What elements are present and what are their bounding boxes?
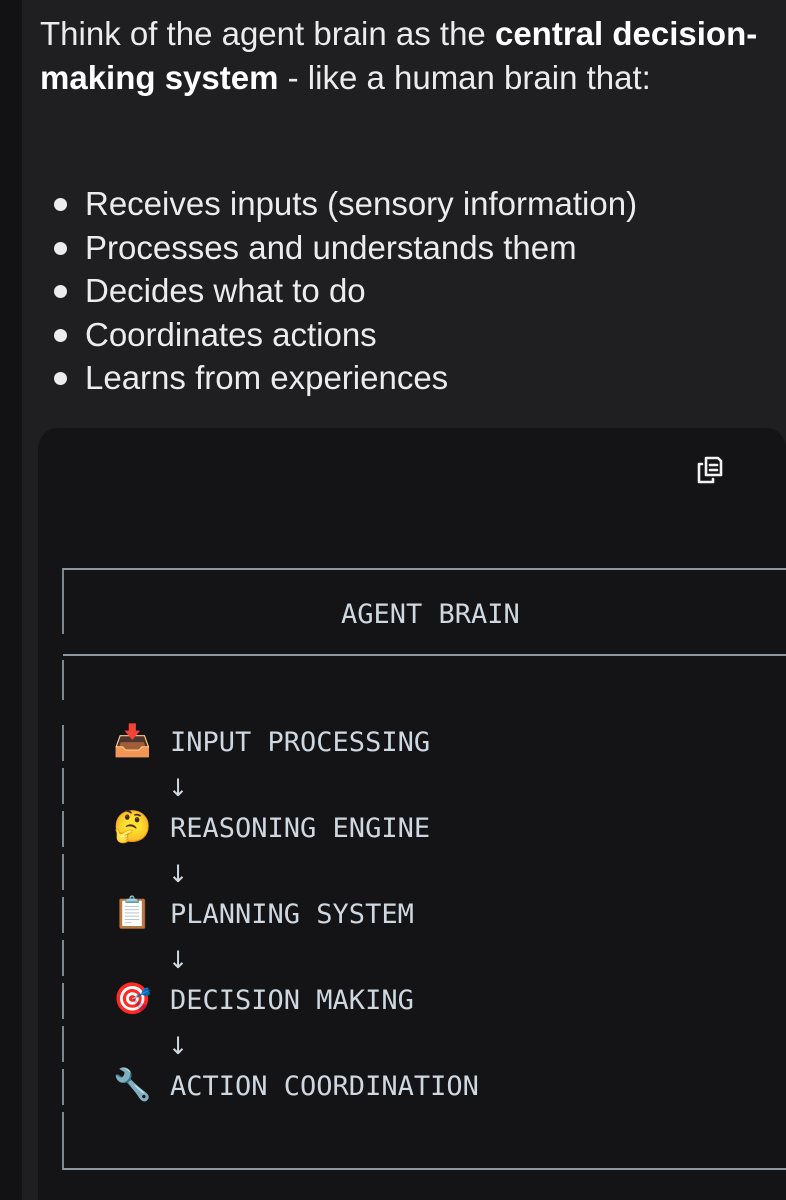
box-left-border xyxy=(62,854,64,890)
thinking-face-icon: 🤔 xyxy=(113,809,152,844)
box-left-border xyxy=(62,768,64,804)
box-left-border xyxy=(62,1112,64,1170)
direct-hit-icon: 🎯 xyxy=(113,981,152,1016)
box-left-border xyxy=(62,983,64,1019)
list-item: Processes and understands them xyxy=(40,226,637,270)
box-left-border xyxy=(62,1069,64,1105)
step-label: PLANNING SYSTEM xyxy=(170,899,414,930)
bullet-dot-icon xyxy=(54,198,67,211)
down-arrow-icon: ↓ xyxy=(168,1032,189,1060)
intro-paragraph: Think of the agent brain as the central … xyxy=(40,12,760,100)
bullet-dot-icon xyxy=(54,328,67,342)
step-label: ACTION COORDINATION xyxy=(170,1071,479,1102)
step-label: INPUT PROCESSING xyxy=(170,727,431,758)
intro-text-after: - like a human brain that: xyxy=(278,59,651,96)
bullet-dot-icon xyxy=(54,372,67,385)
list-item-text: Coordinates actions xyxy=(85,315,377,353)
list-item: Coordinates actions xyxy=(40,313,637,357)
box-left-border xyxy=(62,897,64,933)
list-item: Decides what to do xyxy=(40,269,637,313)
copy-button[interactable] xyxy=(690,450,730,490)
list-item-text: Learns from experiences xyxy=(85,359,449,396)
list-item: Receives inputs (sensory information) xyxy=(40,182,637,226)
bullet-dot-icon xyxy=(54,241,67,255)
down-arrow-icon: ↓ xyxy=(168,946,189,974)
box-left-border xyxy=(62,1026,64,1062)
box-left-border xyxy=(62,568,64,634)
list-item-text: Decides what to do xyxy=(85,272,366,309)
box-title-divider xyxy=(63,654,786,656)
box-bottom-border xyxy=(63,1168,786,1170)
box-left-border xyxy=(62,660,64,700)
inbox-tray-icon: 📥 xyxy=(113,723,152,758)
intro-bold-phrase: central decision-making system xyxy=(40,15,758,96)
code-block xyxy=(38,428,786,1200)
step-label: REASONING ENGINE xyxy=(170,813,431,844)
list-item-text: Processes and understands them xyxy=(85,228,577,266)
diagram-title: AGENT BRAIN xyxy=(341,599,520,630)
step-label: DECISION MAKING xyxy=(170,985,414,1016)
box-left-border xyxy=(62,940,64,976)
copy-icon xyxy=(697,456,723,484)
feature-list: Receives inputs (sensory information) Pr… xyxy=(40,182,637,400)
down-arrow-icon: ↓ xyxy=(168,774,189,802)
box-left-border xyxy=(62,811,64,847)
intro-text-before: Think of the agent brain as the xyxy=(40,15,495,52)
down-arrow-icon: ↓ xyxy=(168,860,189,888)
wrench-icon: 🔧 xyxy=(113,1067,152,1102)
list-item-text: Receives inputs (sensory information) xyxy=(85,185,638,222)
bullet-dot-icon xyxy=(54,285,67,298)
clipboard-icon: 📋 xyxy=(113,895,152,930)
box-left-border xyxy=(62,725,64,761)
list-item: Learns from experiences xyxy=(40,356,637,400)
box-top-border xyxy=(63,568,786,570)
